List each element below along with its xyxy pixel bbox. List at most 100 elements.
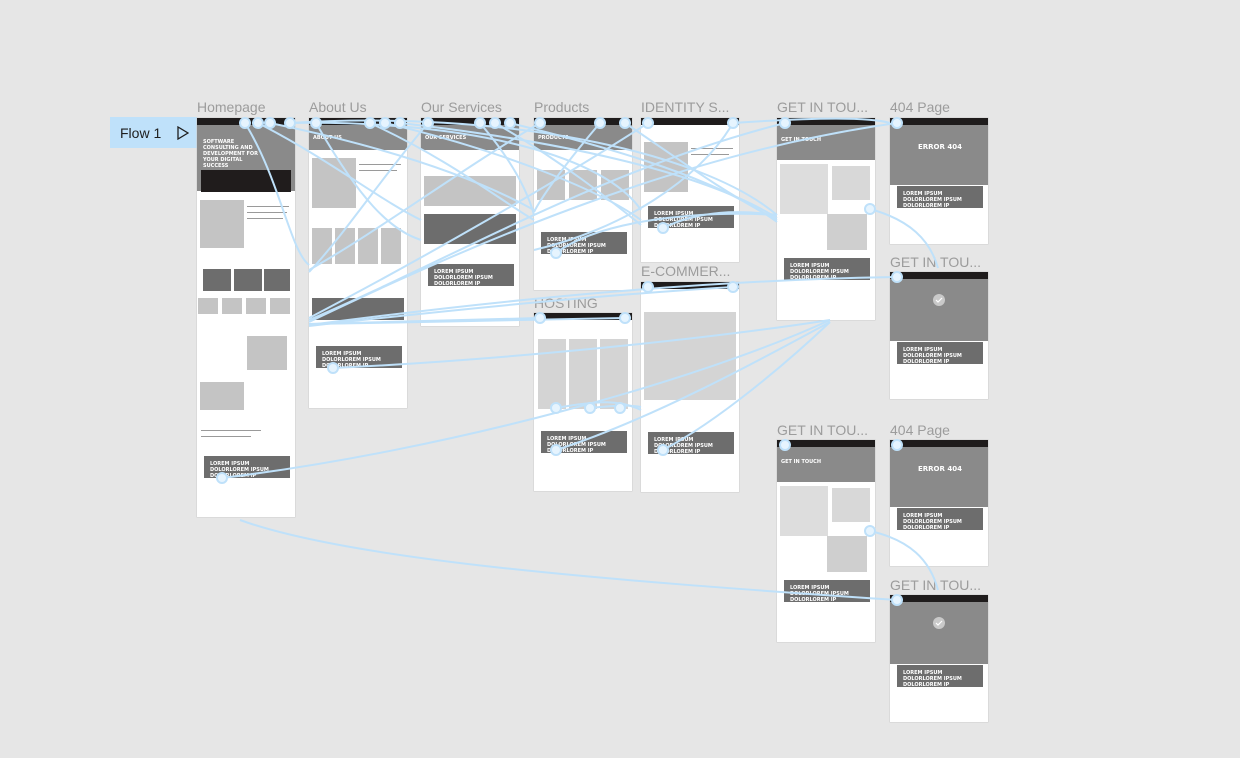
hotspot[interactable] xyxy=(864,203,876,215)
cta-text: LOREM IPSUM DOLORLOREM IPSUM DOLORLOREM … xyxy=(434,269,493,287)
hotspot[interactable] xyxy=(534,117,546,129)
hotspot[interactable] xyxy=(550,402,562,414)
wire xyxy=(308,317,541,325)
frame-label-404b[interactable]: 404 Page xyxy=(890,422,950,438)
frame-label-404a[interactable]: 404 Page xyxy=(890,99,950,115)
hotspot[interactable] xyxy=(614,402,626,414)
frame-label-homepage[interactable]: Homepage xyxy=(197,99,266,115)
hero-title: ERROR 404 xyxy=(918,465,962,473)
hotspot[interactable] xyxy=(310,117,322,129)
wire xyxy=(308,122,898,323)
cta-text: LOREM IPSUM DOLORLOREM IPSUM DOLORLOREM … xyxy=(322,351,381,369)
wire xyxy=(662,321,831,451)
wire xyxy=(555,401,642,411)
frame-ecommerce[interactable]: LOREM IPSUM DOLORLOREM IPSUM DOLORLOREM … xyxy=(641,282,739,492)
wire xyxy=(662,211,778,229)
wire xyxy=(244,122,310,266)
frame-label-ecommerce[interactable]: E-COMMER... xyxy=(641,263,731,279)
frame-contact2[interactable]: GET IN TOUCH LOREM IPSUM DOLORLOREM IPSU… xyxy=(777,440,875,642)
hotspot[interactable] xyxy=(504,117,516,129)
frame-products[interactable]: PRODUCTS LOREM IPSUM DOLORLOREM IPSUM DO… xyxy=(534,118,632,290)
hotspot[interactable] xyxy=(327,362,339,374)
cta-text: LOREM IPSUM DOLORLOREM IPSUM DOLORLOREM … xyxy=(903,670,962,688)
check-circle-icon xyxy=(933,617,945,629)
frame-label-contact1[interactable]: GET IN TOU... xyxy=(777,99,869,115)
wire xyxy=(384,122,642,221)
image-placeholder xyxy=(200,200,244,248)
check-circle-icon xyxy=(933,294,945,306)
hotspot[interactable] xyxy=(642,281,654,293)
hotspot[interactable] xyxy=(364,117,376,129)
hero-title: ABOUT US xyxy=(313,135,342,141)
wire xyxy=(308,276,898,326)
wire xyxy=(308,122,649,319)
hotspot[interactable] xyxy=(642,117,654,129)
wire xyxy=(869,208,939,269)
hotspot[interactable] xyxy=(284,117,296,129)
cta-text: LOREM IPSUM DOLORLOREM IPSUM DOLORLOREM … xyxy=(903,191,962,209)
frame-services[interactable]: OUR SERVICES LOREM IPSUM DOLORLOREM IPSU… xyxy=(421,118,519,326)
flow-start-badge[interactable]: Flow 1 xyxy=(110,117,197,148)
wire xyxy=(308,286,734,327)
hotspot[interactable] xyxy=(379,117,391,129)
frame-hosting[interactable]: LOREM IPSUM DOLORLOREM IPSUM DOLORLOREM … xyxy=(534,313,632,491)
wire xyxy=(555,212,778,254)
wire xyxy=(555,321,831,451)
wire xyxy=(269,122,535,211)
wire xyxy=(289,119,778,216)
cta-text: LOREM IPSUM DOLORLOREM IPSUM DOLORLOREM … xyxy=(790,263,849,281)
hotspot[interactable] xyxy=(584,402,596,414)
play-icon[interactable] xyxy=(177,125,189,140)
hotspot[interactable] xyxy=(216,472,228,484)
wire xyxy=(732,117,891,124)
hotspot[interactable] xyxy=(779,117,791,129)
hotspot[interactable] xyxy=(550,444,562,456)
hotspot[interactable] xyxy=(394,117,406,129)
cta-text: LOREM IPSUM DOLORLOREM IPSUM DOLORLOREM … xyxy=(903,347,962,365)
flow-label: Flow 1 xyxy=(120,124,162,141)
frame-label-contact2[interactable]: GET IN TOU... xyxy=(777,422,869,438)
hotspot[interactable] xyxy=(252,117,264,129)
hotspot[interactable] xyxy=(619,312,631,324)
wire xyxy=(332,319,831,369)
wire xyxy=(624,122,778,221)
frame-label-products[interactable]: Products xyxy=(534,99,590,115)
hero-title: ERROR 404 xyxy=(918,143,962,151)
wire xyxy=(869,530,939,591)
cta-text: LOREM IPSUM DOLORLOREM IPSUM DOLORLOREM … xyxy=(903,513,962,531)
frame-label-services[interactable]: Our Services xyxy=(421,99,502,115)
hotspot[interactable] xyxy=(594,117,606,129)
frame-thanks1[interactable]: LOREM IPSUM DOLORLOREM IPSUM DOLORLOREM … xyxy=(890,272,988,399)
hotspot[interactable] xyxy=(864,525,876,537)
hotspot[interactable] xyxy=(534,312,546,324)
hotspot[interactable] xyxy=(727,281,739,293)
hero-title: PRODUCTS xyxy=(538,135,569,141)
hotspot[interactable] xyxy=(891,117,903,129)
cta-text: LOREM IPSUM DOLORLOREM IPSUM DOLORLOREM … xyxy=(547,436,606,454)
feature-strip xyxy=(201,170,291,192)
frame-label-identity[interactable]: IDENTITY S... xyxy=(641,99,730,115)
hero-title: SOFTWARE CONSULTING AND DEVELOPMENT FOR … xyxy=(203,139,259,169)
hotspot[interactable] xyxy=(657,444,669,456)
wire xyxy=(308,122,541,271)
frame-404a[interactable]: ERROR 404 LOREM IPSUM DOLORLOREM IPSUM D… xyxy=(890,118,988,244)
hotspot[interactable] xyxy=(779,439,791,451)
frame-thanks2[interactable]: LOREM IPSUM DOLORLOREM IPSUM DOLORLOREM … xyxy=(890,595,988,722)
hotspot[interactable] xyxy=(891,439,903,451)
hotspot[interactable] xyxy=(489,117,501,129)
hotspot[interactable] xyxy=(264,117,276,129)
frame-label-about[interactable]: About Us xyxy=(309,99,367,115)
hotspot[interactable] xyxy=(474,117,486,129)
wire xyxy=(479,122,535,216)
hotspot[interactable] xyxy=(619,117,631,129)
hotspot[interactable] xyxy=(657,222,669,234)
hotspot[interactable] xyxy=(550,247,562,259)
hotspot[interactable] xyxy=(422,117,434,129)
hotspot[interactable] xyxy=(891,271,903,283)
hotspot[interactable] xyxy=(891,594,903,606)
hotspot[interactable] xyxy=(727,117,739,129)
wire xyxy=(315,122,422,241)
hotspot[interactable] xyxy=(239,117,251,129)
wire xyxy=(289,121,642,211)
wire xyxy=(533,122,734,251)
